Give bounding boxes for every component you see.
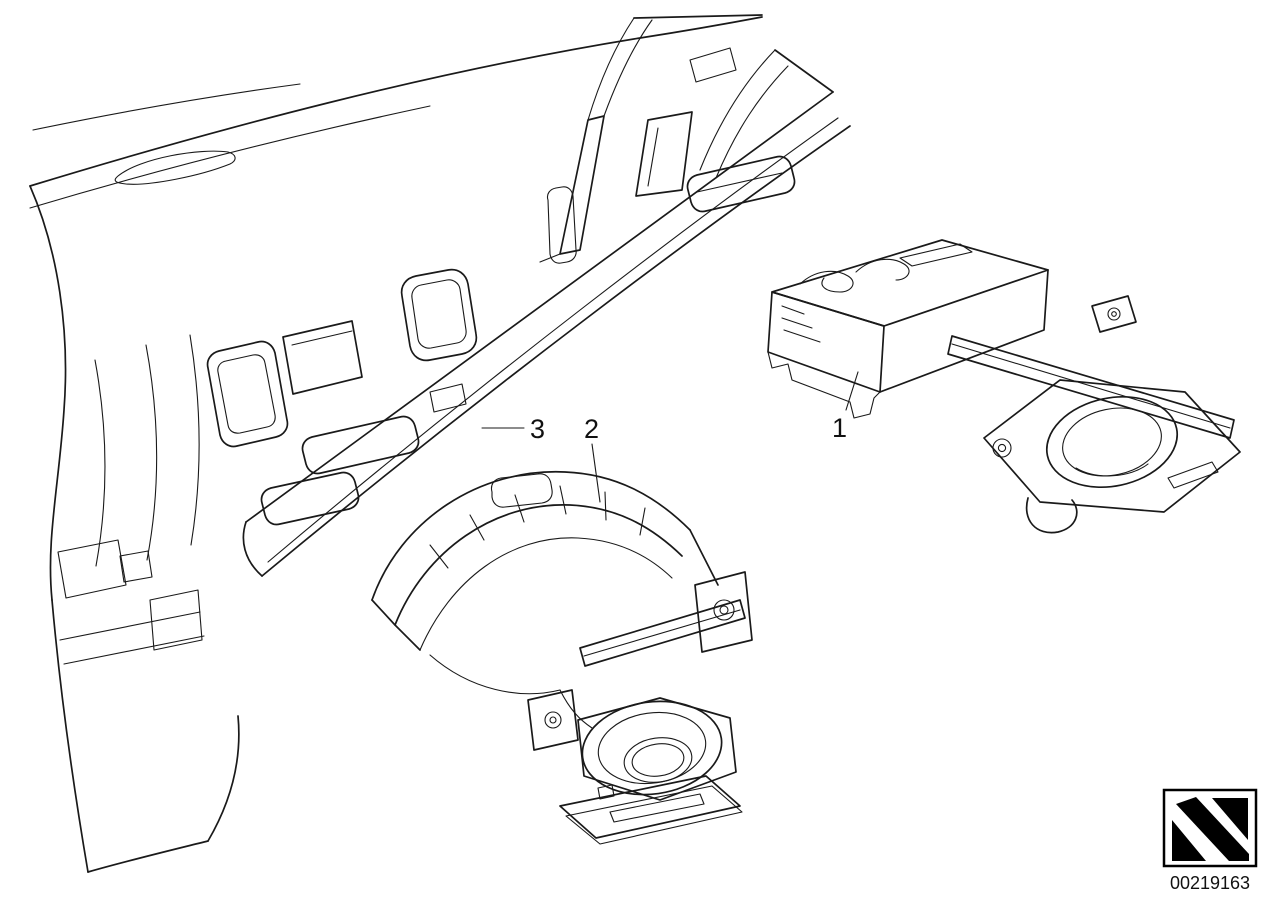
parts-catalog-arrow-icon xyxy=(1172,797,1249,861)
cupholder-2-drawing xyxy=(371,471,753,845)
callout-1-leader-line xyxy=(845,371,859,411)
footer-stamp: 00219163 xyxy=(1162,788,1258,893)
callout-2-leader-line xyxy=(591,443,601,503)
cupholder-2-base-plate xyxy=(559,775,741,839)
callout-2-label: 2 xyxy=(584,414,599,444)
cupholder-1-drawing xyxy=(767,239,1241,534)
cupholder-1-cup-ring-outer xyxy=(1045,395,1179,489)
dashboard-carrier-drawing xyxy=(29,16,763,873)
callout-3-label: 3 xyxy=(530,414,545,444)
callout-1-label: 1 xyxy=(832,413,847,443)
trim-beam-drawing xyxy=(242,91,851,577)
cupholder-2-cup-ring-inner xyxy=(597,711,707,785)
cupholder-2-plate xyxy=(577,697,737,801)
cupholder-2-rail xyxy=(579,599,746,667)
cupholder-1-housing-top xyxy=(771,239,1049,327)
cupholder-2-cup-ring-outer xyxy=(581,700,723,796)
cupholder-2-housing xyxy=(371,471,691,601)
cupholder-1-cup-ring-inner xyxy=(1062,407,1162,477)
cupholder-1-plate xyxy=(983,379,1241,513)
cupholder-1-rail xyxy=(947,335,1235,439)
bulkhead-structure-drawing xyxy=(539,14,834,264)
doc-number: 00219163 xyxy=(1170,873,1250,893)
callouts: 1 2 3 xyxy=(481,371,859,503)
